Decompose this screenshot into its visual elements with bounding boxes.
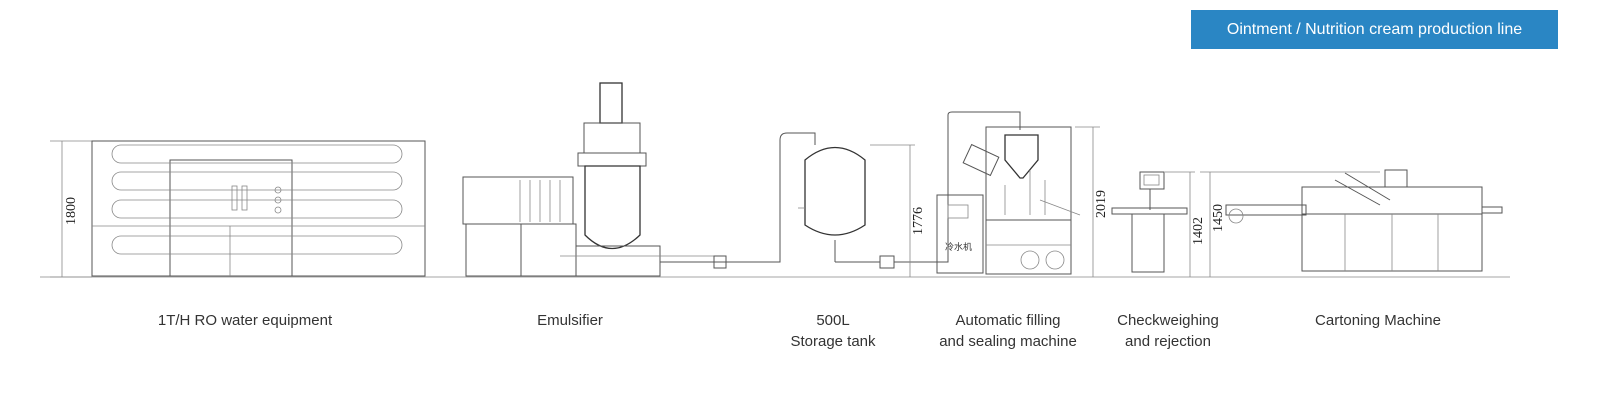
label-checkweighing-line2: and rejection bbox=[1125, 333, 1211, 350]
dimension-cartoning: 1450 bbox=[1211, 204, 1226, 232]
checkweigher-drawing: 1402 bbox=[1111, 171, 1206, 277]
label-ro-water-equipment: 1T/H RO water equipment bbox=[158, 312, 333, 329]
dimension-checkweigher: 1402 bbox=[1191, 217, 1206, 245]
ro-water-equipment-drawing: 1800 bbox=[50, 140, 426, 278]
storage-tank-drawing: 1776 bbox=[798, 111, 1021, 277]
label-filling-line2: and sealing machine bbox=[939, 333, 1077, 350]
label-storage-tank: Storage tank bbox=[790, 333, 876, 350]
chiller-label: 冷水机 bbox=[945, 241, 972, 253]
emulsifier-drawing bbox=[462, 82, 720, 277]
dimension-tank: 1776 bbox=[911, 207, 926, 235]
label-cartoning-machine: Cartoning Machine bbox=[1315, 312, 1441, 329]
label-storage-tank-capacity: 500L bbox=[816, 312, 849, 329]
filling-sealing-machine-drawing: 2019 bbox=[962, 126, 1109, 277]
dimension-ro: 1800 bbox=[64, 197, 79, 225]
label-emulsifier: Emulsifier bbox=[537, 312, 603, 329]
cartoning-machine-drawing: 1450 bbox=[1200, 169, 1503, 277]
label-checkweighing-line1: Checkweighing bbox=[1117, 312, 1219, 329]
production-line-title-badge: Ointment / Nutrition cream production li… bbox=[1191, 10, 1558, 49]
label-filling-line1: Automatic filling bbox=[955, 312, 1060, 329]
chiller-drawing: 冷水机 bbox=[936, 194, 984, 274]
dimension-filling: 2019 bbox=[1094, 190, 1109, 218]
